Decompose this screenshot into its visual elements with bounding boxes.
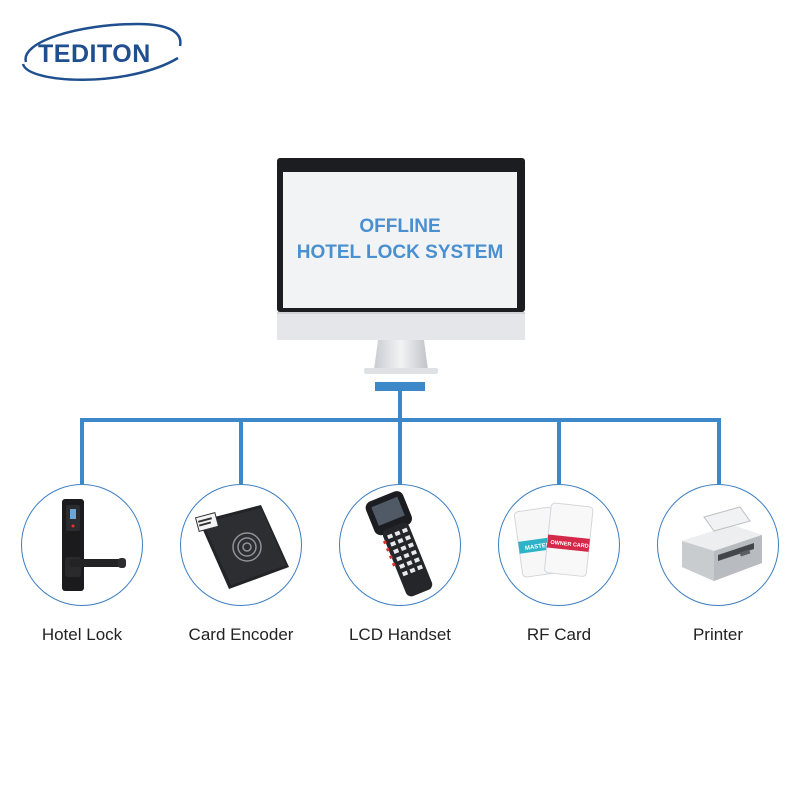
connector-branch [239, 418, 243, 484]
tediton-logo: TEDITON [18, 18, 188, 93]
connector-branch [717, 418, 721, 484]
label-hotel-lock: Hotel Lock [41, 625, 123, 644]
device-lcd-handset [339, 484, 461, 606]
rf-card-icon: MASTER OWNER CARD [513, 502, 594, 578]
label-card-encoder: Card Encoder [188, 625, 294, 644]
logo-text: TEDITON [38, 40, 151, 68]
screen-line-1: OFFLINE [359, 216, 441, 237]
connector-branch [398, 418, 402, 484]
connector-trunk [398, 391, 402, 421]
device-printer [657, 484, 779, 606]
network-connector [80, 382, 721, 484]
label-printer: Printer [692, 625, 744, 644]
lcd-handset-icon [365, 491, 433, 597]
device-card-encoder [180, 484, 302, 606]
screen-line-2: HOTEL LOCK SYSTEM [296, 242, 504, 263]
rf-card-master-text: MASTER [525, 542, 552, 552]
connector-branch [557, 418, 561, 484]
hotel-lock-icon [62, 499, 126, 591]
device-hotel-lock [21, 484, 143, 606]
device-rf-card: MASTER OWNER CARD [498, 484, 620, 606]
card-encoder-icon [194, 505, 289, 589]
monitor-icon [277, 158, 525, 374]
connector-branch [80, 418, 84, 484]
screen-title: OFFLINE HOTEL LOCK SYSTEM [283, 172, 517, 308]
connector-hub [375, 382, 425, 391]
rf-card-owner-text: OWNER CARD [550, 540, 589, 550]
label-lcd-handset: LCD Handset [348, 625, 452, 644]
label-rf-card: RF Card [526, 625, 592, 644]
logo-swoosh-icon [21, 22, 182, 81]
printer-icon [682, 506, 762, 581]
